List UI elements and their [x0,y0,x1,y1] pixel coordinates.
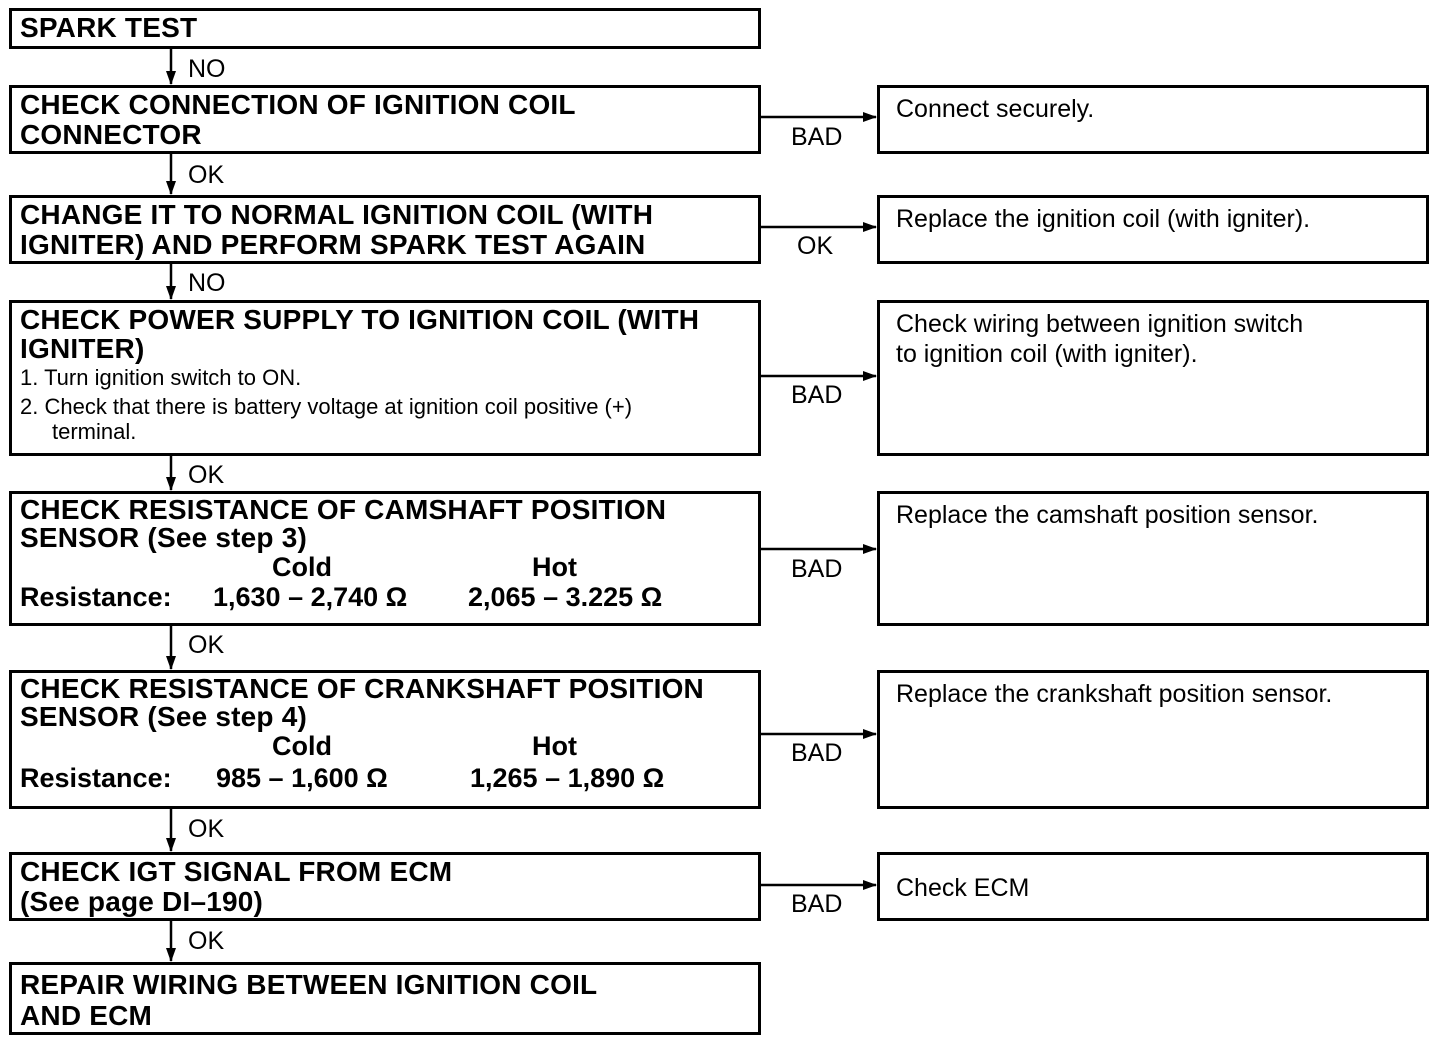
side-label-5: BAD [791,739,843,767]
step-check-igt-signal: CHECK IGT SIGNAL FROM ECM (See page DI–1… [9,852,761,921]
down-label-4: OK [188,461,225,489]
step-instruction-2: 2. Check that there is battery voltage a… [20,394,633,419]
resistance-row: Resistance: 985 – 1,600 Ω 1,265 – 1,890 … [20,763,758,793]
down-label-6: OK [188,815,225,843]
resistance-header: Cold Hot [20,731,758,761]
down-label-5: OK [188,631,225,659]
step-title: CHECK RESISTANCE OF CRANKSHAFT POSITION … [20,673,704,732]
down-label-2: OK [188,161,225,189]
result-replace-crankshaft-sensor: Replace the crankshaft position sensor. [877,670,1429,809]
step-title: CHECK POWER SUPPLY TO IGNITION COIL (WIT… [20,304,700,364]
step-title: SPARK TEST [20,12,198,43]
step-crankshaft-sensor: CHECK RESISTANCE OF CRANKSHAFT POSITION … [9,670,761,809]
step-change-ignition-coil: CHANGE IT TO NORMAL IGNITION COIL (WITH … [9,195,761,264]
step-camshaft-sensor: CHECK RESISTANCE OF CAMSHAFT POSITION SE… [9,491,761,626]
resistance-label: Resistance: [20,582,172,612]
step-title: CHECK IGT SIGNAL FROM ECM (See page DI–1… [20,856,453,917]
col-hot-label: Hot [532,552,577,582]
side-label-3: BAD [791,381,843,409]
step-repair-wiring: REPAIR WIRING BETWEEN IGNITION COIL AND … [9,962,761,1035]
result-text: Replace the camshaft position sensor. [896,501,1319,529]
result-replace-ignition-coil: Replace the ignition coil (with igniter)… [877,195,1429,264]
step-title: CHECK RESISTANCE OF CAMSHAFT POSITION SE… [20,494,667,553]
result-check-wiring-switch: Check wiring between ignition switch to … [877,300,1429,456]
step-instruction-2-cont: terminal. [52,419,137,444]
result-text: Connect securely. [896,95,1095,123]
resistance-cold-value: 985 – 1,600 Ω [216,763,388,793]
col-hot-label: Hot [532,731,577,761]
resistance-header: Cold Hot [20,552,758,582]
result-text: Replace the crankshaft position sensor. [896,680,1333,708]
result-check-ecm: Check ECM [877,852,1429,921]
col-cold-label: Cold [272,731,332,761]
step-title: CHECK CONNECTION OF IGNITION COIL CONNEC… [20,89,576,150]
step-check-coil-connector: CHECK CONNECTION OF IGNITION COIL CONNEC… [9,85,761,154]
resistance-hot-value: 1,265 – 1,890 Ω [470,763,665,793]
step-title: CHANGE IT TO NORMAL IGNITION COIL (WITH … [20,199,654,260]
step-spark-test: SPARK TEST [9,8,761,49]
step-instruction-1: 1. Turn ignition switch to ON. [20,365,302,390]
side-label-6: BAD [791,890,843,918]
side-label-4: BAD [791,555,843,583]
resistance-label: Resistance: [20,763,172,793]
resistance-row: Resistance: 1,630 – 2,740 Ω 2,065 – 3.22… [20,582,758,612]
result-text: Check wiring between ignition switch to … [896,310,1304,368]
result-connect-securely: Connect securely. [877,85,1429,154]
step-check-power-supply: CHECK POWER SUPPLY TO IGNITION COIL (WIT… [9,300,761,456]
col-cold-label: Cold [272,552,332,582]
result-replace-camshaft-sensor: Replace the camshaft position sensor. [877,491,1429,626]
down-label-1: NO [188,55,226,83]
result-text: Replace the ignition coil (with igniter)… [896,205,1311,233]
down-label-7: OK [188,927,225,955]
side-label-2: OK [797,232,834,260]
result-text: Check ECM [896,874,1030,902]
side-label-1: BAD [791,123,843,151]
resistance-cold-value: 1,630 – 2,740 Ω [213,582,408,612]
step-title: REPAIR WIRING BETWEEN IGNITION COIL AND … [20,969,598,1031]
resistance-hot-value: 2,065 – 3.225 Ω [468,582,663,612]
down-label-3: NO [188,269,226,297]
